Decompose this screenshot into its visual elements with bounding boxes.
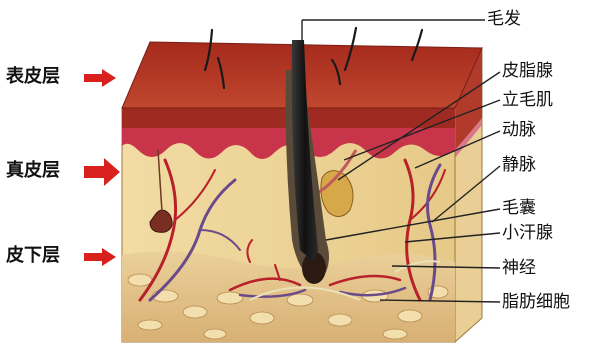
arrow-right-icon [84, 248, 116, 266]
label-subcutis: 皮下层 [6, 247, 60, 265]
label-arrector-pili: 立毛肌 [502, 92, 553, 109]
label-sweat-gland: 小汗腺 [502, 225, 553, 242]
label-epidermis: 表皮层 [6, 68, 60, 86]
label-sebaceous-gland: 皮脂腺 [502, 63, 553, 80]
arrow-right-icon [84, 158, 120, 186]
label-nerve: 神经 [502, 260, 536, 277]
label-hair: 毛发 [487, 11, 521, 28]
arrow-right-icon [84, 69, 116, 87]
label-dermis: 真皮层 [6, 162, 60, 180]
label-hair-follicle: 毛囊 [502, 200, 536, 217]
label-vein: 静脉 [502, 157, 536, 174]
label-artery: 动脉 [502, 122, 536, 139]
label-fat-cells: 脂肪细胞 [502, 294, 570, 311]
